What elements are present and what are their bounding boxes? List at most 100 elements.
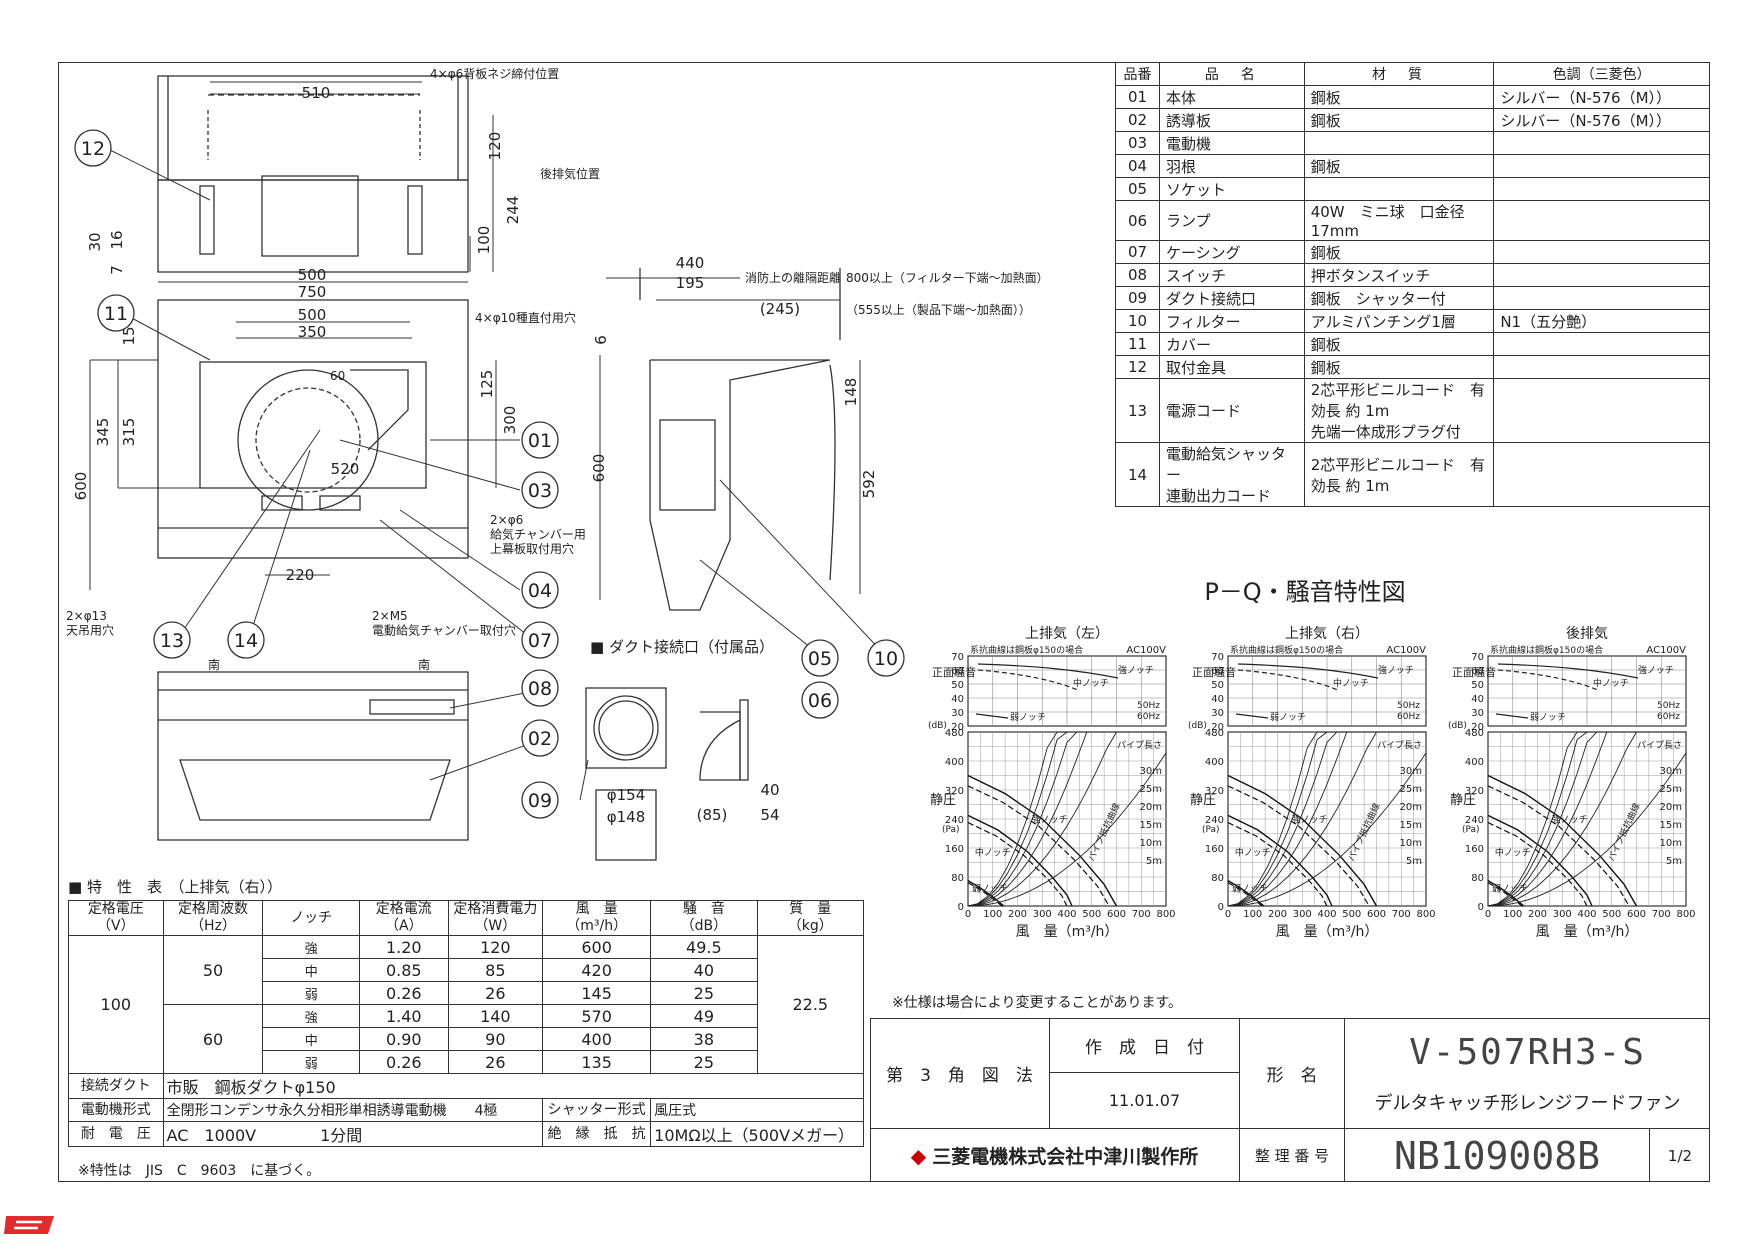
part-name: 羽根	[1158, 154, 1305, 178]
pressure-ylabel: 静圧	[930, 793, 956, 808]
pipe-length-tick: 25m	[1400, 784, 1422, 795]
noise-curve-low	[975, 713, 1009, 719]
part-no: 10	[1115, 309, 1160, 333]
spec-insulation-label: 絶 縁 抵 抗	[542, 1121, 652, 1147]
power-label: AC100V	[1126, 645, 1166, 656]
svg-text:14: 14	[234, 630, 258, 652]
callout-03: 03	[521, 471, 559, 509]
callout-04: 04	[521, 571, 559, 609]
pq-series-line-60hz	[967, 785, 1110, 907]
svg-text:φ154: φ154	[607, 786, 646, 804]
pq-series-line-60hz	[1487, 785, 1630, 907]
pq-notch-label-mid: 中ノッチ	[1235, 846, 1271, 858]
part-no: 08	[1115, 263, 1160, 287]
pq-series-line-60hz	[1227, 785, 1370, 907]
airflow-tick: 300	[1293, 909, 1312, 920]
callout-13: 13	[153, 621, 191, 659]
notch-label-high: 強ノッチ	[1638, 664, 1674, 676]
part-name: スイッチ	[1158, 263, 1305, 287]
noise-tick: 40	[1471, 694, 1484, 705]
svg-text:16: 16	[108, 230, 126, 249]
vertical-dimension-labels: 120 244 100 30 16 7 15 125 345 315 300 6…	[72, 132, 878, 501]
callouts: 12 11 13 14 01 03 04 07 05 10 06 08 02 0…	[74, 129, 905, 819]
spec-noise: 40	[650, 958, 758, 982]
spec-insulation-value: 10MΩ以上（500Vメガー）	[650, 1121, 864, 1147]
part-no: 04	[1115, 154, 1160, 178]
noise-tick: 50	[951, 680, 964, 691]
part-color	[1493, 442, 1710, 507]
spec-table: 定格電圧 （V） 定格周波数 （Hz） ノッチ 定格電流 （A） 定格消費電力 …	[68, 900, 865, 1147]
airflow-tick: 500	[1342, 909, 1361, 920]
sheet-number: 1/2	[1650, 1128, 1710, 1182]
parts-header-no: 品番	[1115, 62, 1160, 86]
svg-text:4×φ10種直付用穴: 4×φ10種直付用穴	[475, 310, 576, 325]
notch-label-low: 弱ノッチ	[1010, 712, 1046, 723]
spec-motor-value: 全閉形コンデンサ永久分相形単相誘導電動機 4極	[162, 1098, 544, 1122]
pq-series-line-60hz	[1227, 882, 1263, 907]
pq-notch-label-low: 弱ノッチ	[1232, 884, 1268, 895]
date-label: 作 成 日 付	[1050, 1018, 1240, 1073]
pq-chart-title: P－Q・騒音特性図	[1204, 578, 1405, 606]
spec-motor-label: 電動機形式	[68, 1098, 164, 1122]
spec-current: 0.26	[359, 1050, 449, 1074]
pressure-tick: 480	[1205, 728, 1224, 739]
pipe-length-label: パイプ長さ	[1117, 740, 1162, 751]
spec-motor-row: 電動機形式 全閉形コンデンサ永久分相形単相誘導電動機 4極 シャッター形式 風圧…	[68, 1098, 864, 1122]
notch-label-low: 弱ノッチ	[1270, 712, 1306, 723]
pressure-unit: (Pa)	[942, 825, 960, 835]
airflow-tick: 300	[1033, 909, 1052, 920]
part-no: 05	[1115, 177, 1160, 201]
part-color	[1493, 378, 1710, 443]
pipe-length-tick: 15m	[1400, 820, 1422, 831]
pipe-resistance-curve	[1227, 731, 1426, 907]
pipe-resistance-curve	[967, 731, 1166, 907]
svg-text:南: 南	[208, 657, 220, 672]
airflow-tick: 0	[1485, 909, 1491, 920]
svg-text:6: 6	[592, 335, 610, 345]
airflow-tick: 400	[1577, 909, 1596, 920]
svg-text:南: 南	[418, 657, 430, 672]
pipe-length-tick: 30m	[1140, 766, 1162, 777]
svg-text:(245): (245)	[760, 300, 800, 318]
created-date: 11.01.07	[1050, 1073, 1240, 1128]
product-name: デルタキャッチ形レンジフードファン	[1374, 1093, 1681, 1114]
svg-text:04: 04	[528, 580, 552, 602]
spec-current: 0.85	[359, 958, 449, 982]
svg-text:600: 600	[72, 472, 90, 501]
part-color	[1493, 131, 1710, 155]
svg-text:520: 520	[331, 460, 360, 478]
part-material: 押ボタンスイッチ	[1303, 263, 1495, 287]
part-no: 02	[1115, 108, 1160, 132]
spec-current: 1.20	[359, 935, 449, 959]
airflow-tick: 0	[965, 909, 971, 920]
noise-tick: 70	[951, 652, 964, 663]
spec-header-power: 定格消費電力 （W）	[447, 900, 544, 936]
noise-curve-high	[977, 663, 1119, 679]
svg-text:(85): (85)	[697, 806, 728, 824]
svg-text:345: 345	[94, 418, 112, 447]
pipe-length-tick: 15m	[1140, 820, 1162, 831]
svg-text:315: 315	[120, 418, 138, 447]
svg-text:10: 10	[874, 648, 898, 670]
noise-curve-low	[1235, 713, 1269, 719]
spec-notch: 強	[262, 935, 361, 959]
part-color: シルバー（N-576（M））	[1493, 85, 1710, 109]
panel-title: 後排気	[1566, 626, 1608, 642]
airflow-tick: 300	[1553, 909, 1572, 920]
svg-text:■ ダクト接続口（付属品）: ■ ダクト接続口（付属品）	[590, 638, 774, 656]
airflow-tick: 500	[1082, 909, 1101, 920]
airflow-tick: 400	[1057, 909, 1076, 920]
pipe-length-tick: 5m	[1146, 856, 1162, 867]
svg-text:500: 500	[298, 306, 327, 324]
part-no: 09	[1115, 286, 1160, 310]
svg-text:440: 440	[676, 254, 705, 272]
